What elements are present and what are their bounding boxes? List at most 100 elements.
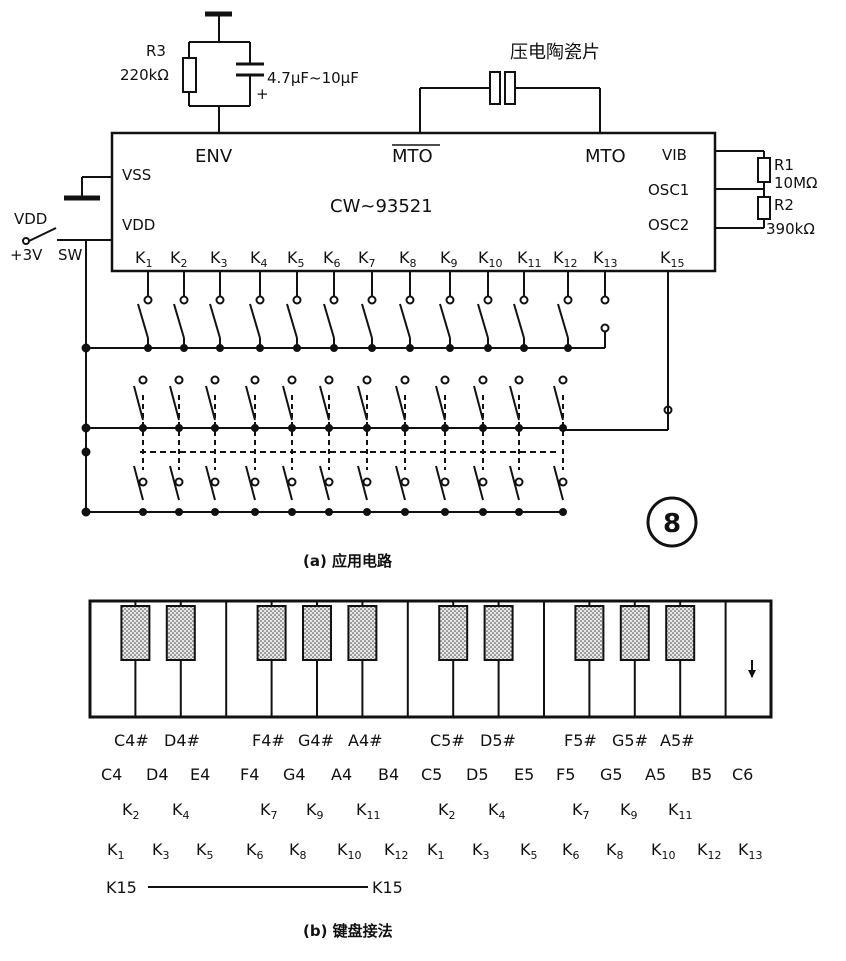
natural-note-label: G5 [600, 765, 623, 784]
sharp-note-label: F5# [564, 731, 597, 750]
vss-pin-label: VSS [122, 166, 151, 184]
black-key-4 [302, 605, 332, 661]
c6-key-marker-arrow [748, 670, 756, 678]
natural-key-assignment: K6 [562, 840, 580, 862]
natural-note-label: C4 [101, 765, 122, 784]
contact-open [143, 295, 153, 305]
resistor-r2 [757, 196, 771, 220]
natural-key-assignment: K8 [289, 840, 307, 862]
piezo-label: 压电陶瓷片 [510, 42, 600, 63]
sharp-key-assignment: K4 [488, 800, 506, 822]
sharp-key-assignment: K9 [620, 800, 638, 822]
natural-note-label: F5 [556, 765, 575, 784]
natural-note-label: C5 [421, 765, 442, 784]
pin-label-k4: K4 [250, 248, 268, 270]
natural-key-assignment: K6 [246, 840, 264, 862]
black-key-8 [574, 605, 605, 661]
natural-note-label: B5 [691, 765, 712, 784]
natural-note-label: D4 [146, 765, 169, 784]
cap-value: 4.7μF~10μF [267, 69, 359, 87]
r2-value: 390kΩ [766, 220, 815, 238]
natural-key-assignment: K3 [472, 840, 490, 862]
r1-label: R1 [774, 156, 794, 174]
r3-value: 220kΩ [120, 66, 169, 84]
contact-open [367, 295, 377, 305]
natural-key-assignment: K1 [107, 840, 125, 862]
contact-open [215, 295, 225, 305]
osc2-pin-label: OSC2 [648, 216, 689, 234]
osc1-pin-label: OSC1 [648, 181, 689, 199]
natural-note-label: E5 [514, 765, 534, 784]
natural-note-label: C6 [732, 765, 753, 784]
pin-label-k10: K10 [478, 248, 503, 270]
pin-label-k13: K13 [593, 248, 618, 270]
pin-label-k2: K2 [170, 248, 188, 270]
contact-open [292, 295, 302, 305]
k15-connection: K15 K15 [106, 878, 403, 897]
natural-note-label: E4 [190, 765, 210, 784]
contact-open [563, 295, 573, 305]
sharp-note-label: D5# [480, 731, 516, 750]
vdd-pin-label: VDD [122, 216, 155, 234]
cap-plus-sign: + [256, 85, 269, 103]
natural-key-assignment: K12 [384, 840, 409, 862]
k15-right-label: K15 [372, 878, 403, 897]
natural-key-assignment: K10 [337, 840, 362, 862]
mto-pin-label: MTO [585, 146, 626, 167]
sharp-key-assignment: K4 [172, 800, 190, 822]
switch-matrix [81, 271, 673, 517]
sharp-key-assignment: K9 [306, 800, 324, 822]
contact-open [445, 295, 455, 305]
contact-open [255, 295, 265, 305]
black-key-9 [619, 605, 650, 661]
black-key-2 [165, 605, 196, 661]
supply-vdd-label: VDD [14, 210, 47, 228]
sharp-note-label: D4# [164, 731, 200, 750]
piezo-plate-right [504, 71, 516, 105]
natural-note-label: D5 [466, 765, 489, 784]
pin-label-k7: K7 [358, 248, 376, 270]
chip-name: CW~93521 [330, 196, 433, 217]
sharp-key-assignment: K7 [260, 800, 278, 822]
contact-open [483, 295, 493, 305]
contact-open [179, 295, 189, 305]
pin-label-k6: K6 [323, 248, 341, 270]
r2-label: R2 [774, 196, 794, 214]
sharp-note-label: C4# [114, 731, 149, 750]
black-key-10 [665, 605, 696, 661]
natural-key-assignment: K5 [196, 840, 214, 862]
circuit-labels: 压电陶瓷片 R3 220kΩ 4.7μF~10μF + ENV MTO MTO … [10, 42, 818, 570]
caption-a: (a) 应用电路 [303, 552, 393, 570]
pin-label-k1: K1 [135, 248, 153, 270]
sharp-key-assignment: K2 [438, 800, 456, 822]
black-key-7 [483, 605, 514, 661]
sharp-note-label: G4# [298, 731, 334, 750]
sharp-key-assignment: K11 [668, 800, 693, 822]
sharp-key-assignment: K2 [122, 800, 140, 822]
natural-key-assignment: K3 [152, 840, 170, 862]
piano-keyboard [88, 599, 773, 719]
contact-open [329, 295, 339, 305]
sharp-note-label: F4# [252, 731, 285, 750]
natural-note-label: G4 [283, 765, 306, 784]
resistor-r1 [757, 157, 771, 183]
supply-voltage-label: +3V [10, 246, 43, 264]
r1-value: 10MΩ [774, 174, 818, 192]
pin-label-k11: K11 [517, 248, 542, 270]
caption-b: (b) 键盘接法 [303, 922, 393, 940]
pin-label-k15: K15 [660, 248, 685, 270]
pin-label-k9: K9 [440, 248, 458, 270]
env-pin-label: ENV [195, 146, 233, 167]
sharp-key-assignment: K11 [356, 800, 381, 822]
sharp-note-label: G5# [612, 731, 648, 750]
r3-label: R3 [146, 42, 166, 60]
sharp-note-label: A5# [660, 731, 695, 750]
black-key-5 [347, 605, 378, 661]
k15-left-label: K15 [106, 878, 137, 897]
pin-label-k3: K3 [210, 248, 228, 270]
natural-key-assignment: K13 [738, 840, 763, 862]
natural-note-label: A4 [331, 765, 352, 784]
figure-number: 8 [663, 509, 681, 539]
